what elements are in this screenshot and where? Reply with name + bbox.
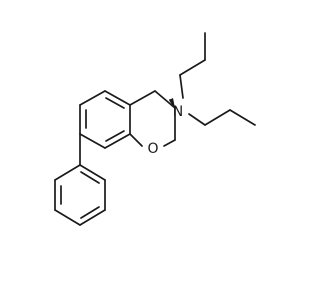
bond — [79, 90, 106, 106]
double-bond-inner — [105, 130, 125, 142]
bond — [129, 90, 156, 106]
bond — [79, 209, 106, 226]
double-bond-inner — [80, 206, 100, 219]
bond — [79, 164, 106, 181]
nitrogen-atom-label-display: N — [173, 104, 183, 120]
bond — [54, 209, 81, 226]
bond — [154, 90, 176, 109]
bond — [179, 59, 206, 76]
oxygen-atom-label: O — [147, 141, 158, 157]
bond — [79, 133, 106, 149]
bond — [229, 109, 256, 126]
propyl-chain-upper — [179, 32, 206, 99]
bond — [204, 109, 231, 126]
molecule-structure: O N N — [54, 32, 256, 226]
phenyl-ring — [54, 164, 106, 226]
bond — [104, 133, 131, 149]
bond — [104, 90, 131, 106]
bond — [179, 74, 184, 99]
double-bond-inner — [80, 171, 100, 184]
double-bond-inner — [105, 97, 125, 109]
bond — [129, 133, 143, 147]
bond — [188, 113, 206, 126]
pyran-ring — [129, 90, 176, 147]
propyl-chain-right — [188, 109, 256, 126]
bond — [163, 139, 176, 147]
benzo-ring — [79, 90, 131, 149]
bond — [169, 99, 176, 109]
bond — [54, 164, 81, 181]
